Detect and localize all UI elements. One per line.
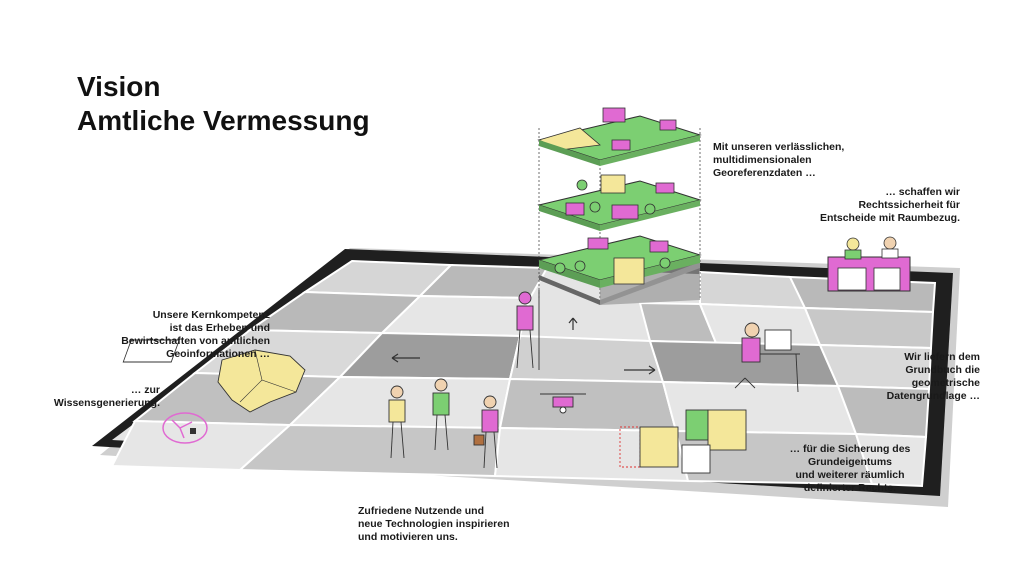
buildings xyxy=(619,409,747,474)
person-icon xyxy=(883,236,897,250)
map-layer-stack xyxy=(537,107,702,305)
layer-side xyxy=(600,200,700,231)
caption-users: Zufriedene Nutzende und neue Technologie… xyxy=(358,505,510,543)
page-title: Vision Amtliche Vermessung xyxy=(77,70,370,138)
arrow-right xyxy=(624,365,656,375)
layer-side xyxy=(539,140,600,166)
user-group xyxy=(388,378,499,469)
tile xyxy=(803,306,935,350)
trees xyxy=(554,179,671,274)
switzerland-map xyxy=(122,339,306,413)
layer-side xyxy=(539,260,600,288)
tile xyxy=(854,432,928,488)
caption-property: … für die Sicherung des Grundeigentums u… xyxy=(789,443,911,494)
surveyor xyxy=(516,290,540,370)
document xyxy=(837,267,867,291)
caption-georef-data: Mit unseren verlässlichen, multidimensio… xyxy=(713,141,845,179)
brain-icon xyxy=(162,412,208,444)
caption-knowledge: … zur Wissensgenerierung. xyxy=(53,384,160,409)
person-icon xyxy=(518,291,532,305)
title-line-2: Amtliche Vermessung xyxy=(77,105,370,136)
title-line-1: Vision xyxy=(77,71,161,102)
layer-side xyxy=(600,135,700,166)
meeting-table xyxy=(827,236,911,292)
arrow-left xyxy=(391,353,420,363)
caption-legal-certainty: … schaffen wir Rechtssicherheit für Ents… xyxy=(819,186,960,224)
document xyxy=(873,267,901,291)
workstation xyxy=(734,322,800,393)
caption-core-competence: Unsere Kernkompetenz ist das Erheben und… xyxy=(121,309,270,360)
direction-arrows xyxy=(391,317,656,375)
arrow-up xyxy=(568,317,578,330)
tile xyxy=(508,334,665,384)
tile xyxy=(498,377,678,433)
caption-land-register: Wir liefern dem Grundbuch die geometrisc… xyxy=(886,351,980,402)
person-icon xyxy=(744,322,760,338)
drone-icon xyxy=(540,393,586,414)
monitor xyxy=(764,329,792,351)
layer-side xyxy=(539,205,600,231)
person-icon xyxy=(846,237,860,251)
houses xyxy=(565,107,677,285)
layer-side xyxy=(539,275,600,305)
